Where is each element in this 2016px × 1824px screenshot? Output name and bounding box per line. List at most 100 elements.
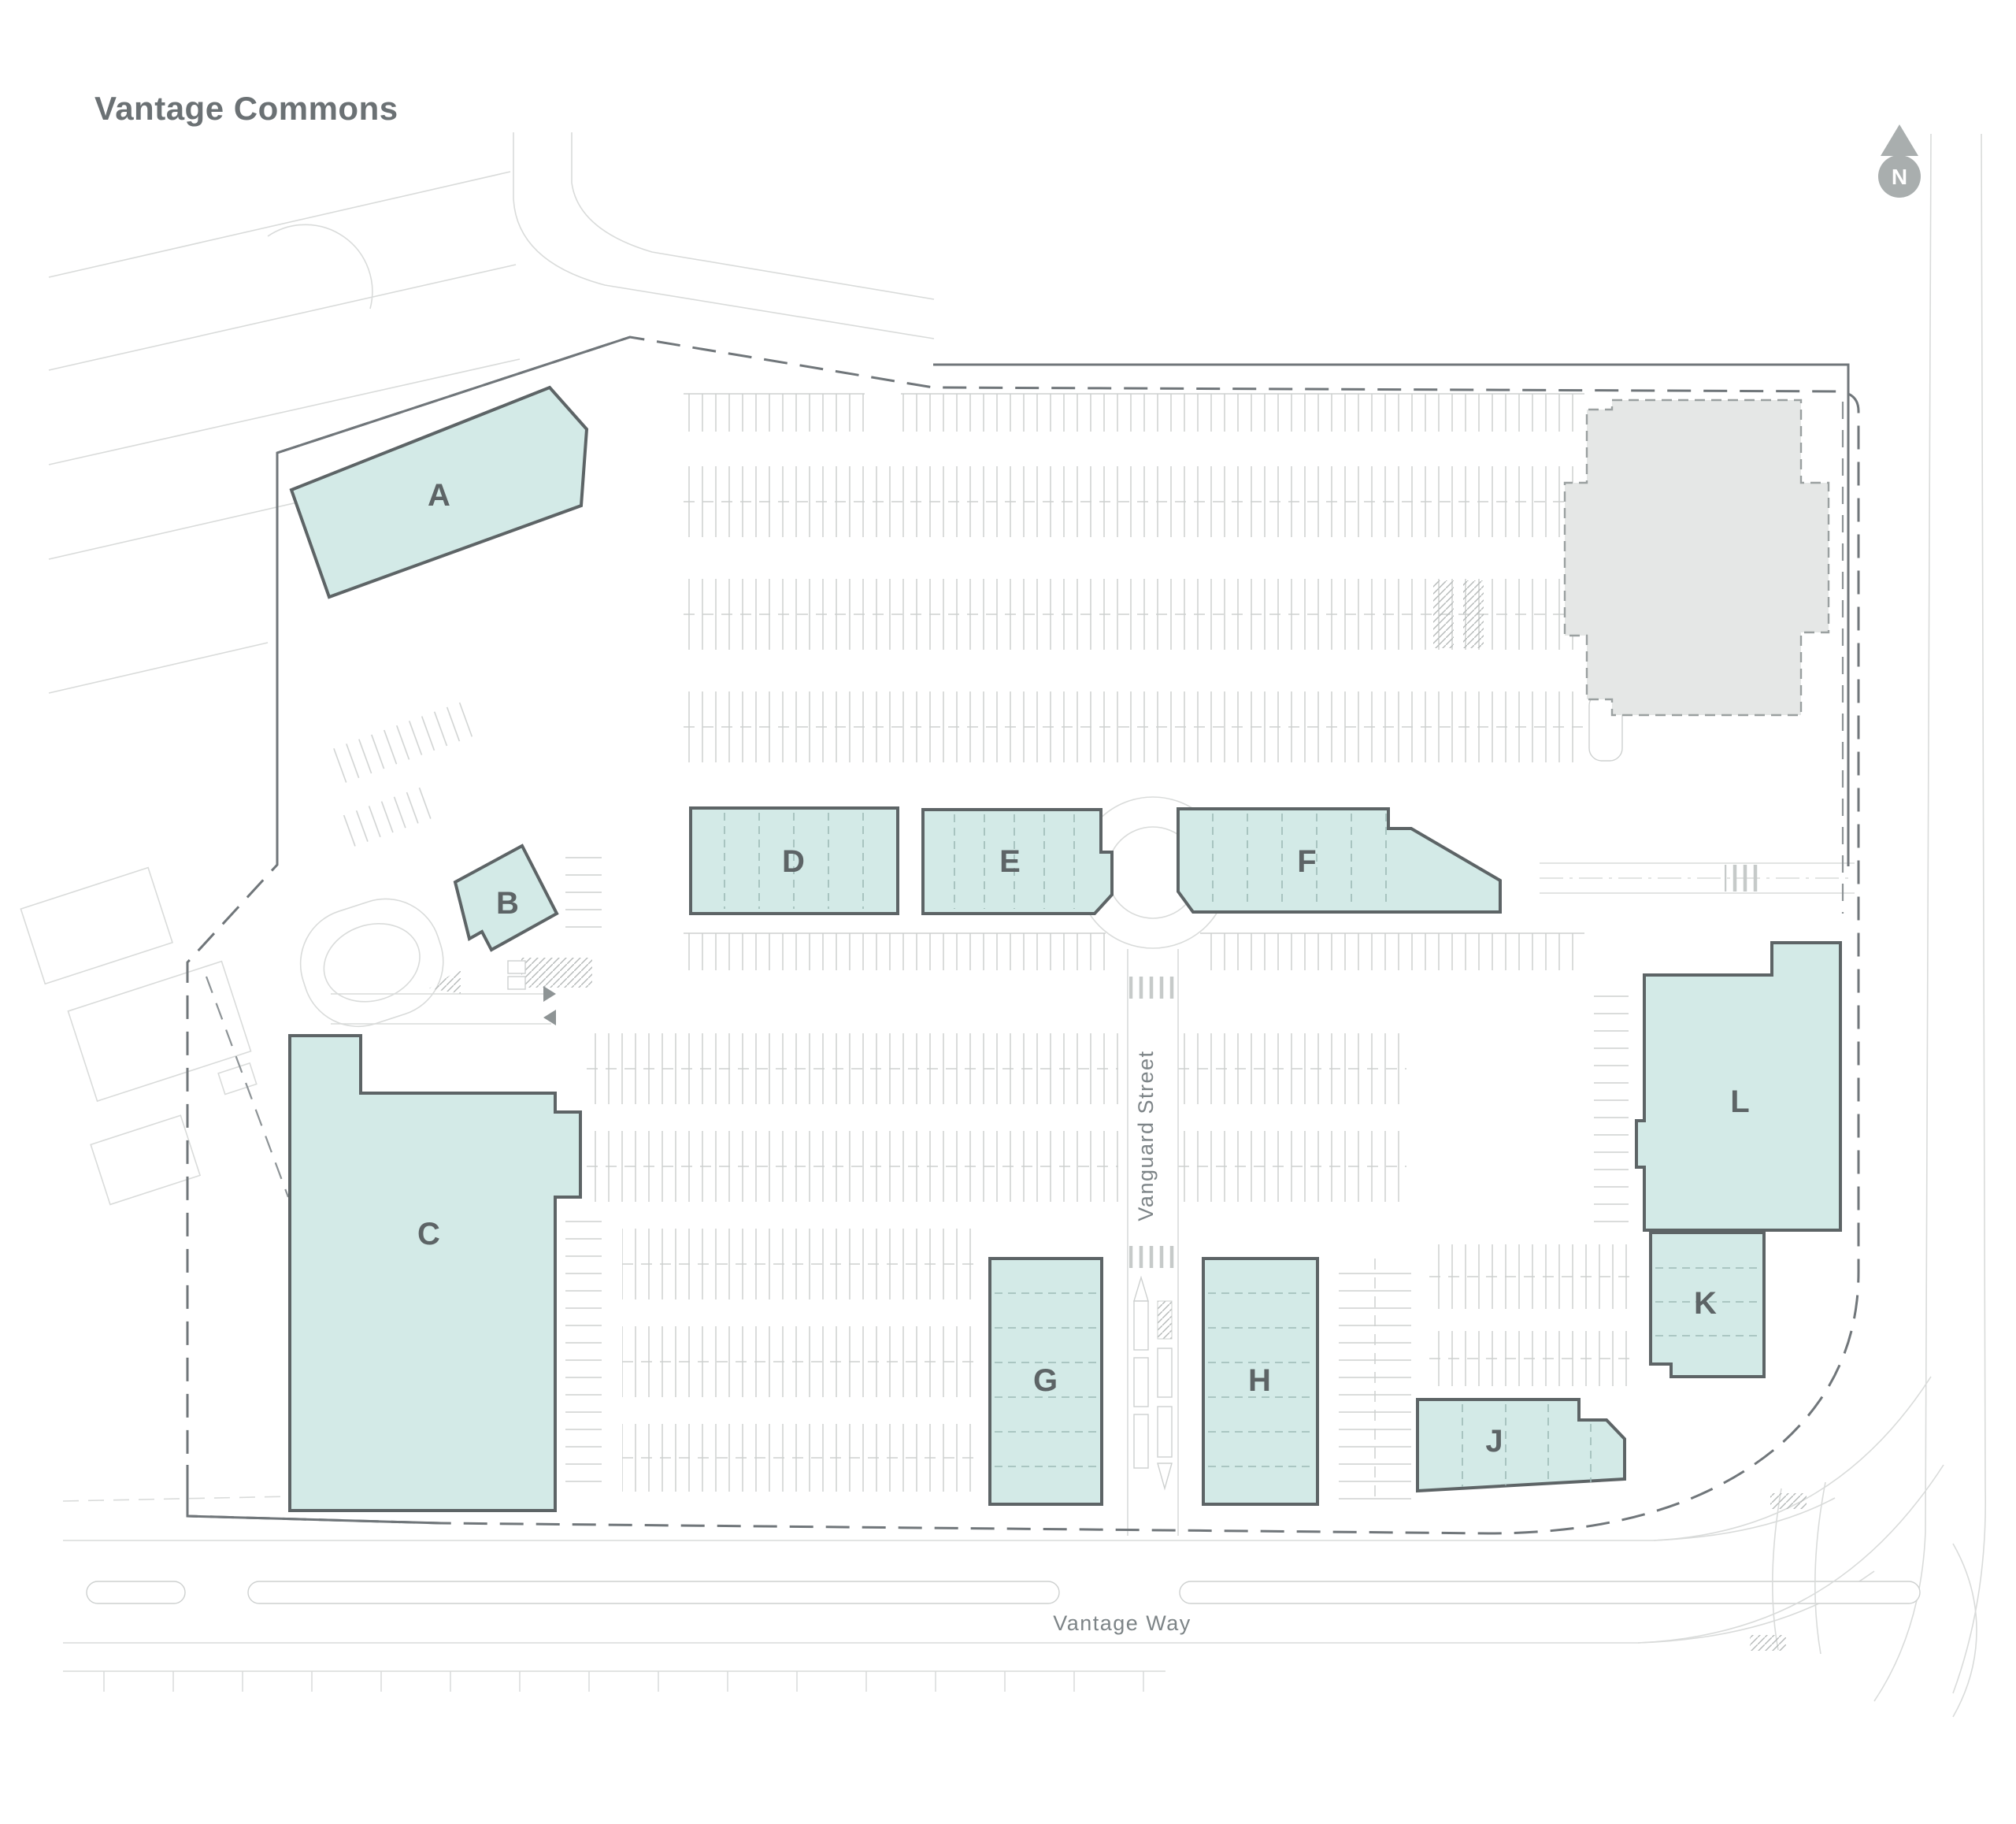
building-j: J [1416,1398,1626,1493]
building-g-shape [988,1257,1103,1506]
interchange-curve [1952,1543,1977,1718]
vantage-way-label: Vantage Way [1053,1611,1191,1635]
property-boundary-solid [186,1465,442,1525]
context-lot-ticks [63,1671,1166,1692]
building-l-label: L [1730,1084,1750,1119]
median-island [1179,1581,1921,1604]
building-f-label: F [1297,844,1317,879]
context-road-edge [1952,133,1986,1694]
accessible-aisle-hatch [1463,580,1484,648]
building-e: E [921,808,1114,915]
building-j-shape [1416,1398,1626,1493]
crosswalk [1129,977,1177,999]
median-island [1133,1357,1149,1407]
interchange-ramp-edge [1814,1481,1826,1655]
dropoff-hatch [429,969,461,994]
crosswalk-hatch [1750,1635,1786,1651]
context-parcel-line [48,492,339,560]
building-h: H [1202,1257,1319,1506]
parking-layer [299,391,1855,1503]
context-building [20,866,173,985]
dropoff-outer-curb [299,898,444,1028]
context-parcel-line [48,642,269,694]
interchange-curve [1637,1464,1944,1644]
entry-structure [507,976,526,990]
context-road-edge [513,132,935,339]
north-arrow-icon [1881,124,1918,156]
context-building [90,1114,202,1206]
building-g-unit-lines [995,1292,1097,1467]
building-b-label: B [496,886,520,921]
building-e-shape [921,808,1114,915]
building-f-unit-lines [1212,814,1387,907]
building-f-shape [1177,807,1502,914]
median-island [1157,1406,1173,1458]
drive-aisle-gap [865,391,901,435]
median-island [1157,1348,1173,1398]
north-indicator: N [1878,124,1921,198]
context-parcel-line [48,171,511,278]
building-c: C [288,1034,582,1512]
accessible-aisle-hatch [1433,580,1454,648]
context-parcel-line [48,264,517,371]
entry-arrow-east [543,986,556,1002]
building-k-label: K [1694,1286,1718,1321]
entry-arrow-west [543,1010,556,1025]
building-e-label: E [999,844,1021,879]
parking-row [684,466,1584,537]
building-a-label: A [428,478,451,513]
building-d: D [689,806,899,915]
building-c-label: C [417,1217,441,1251]
median-nose [1133,1275,1149,1302]
parking-row [332,702,473,783]
building-h-label: H [1248,1363,1272,1398]
parking-row [684,394,1584,432]
context-road-edge [571,132,935,300]
buildings-layer: A B C D [288,385,1842,1512]
entry-hatch [521,958,592,988]
context-parcel-line [48,358,521,465]
building-c-shape [288,1034,582,1512]
dropoff-inner-island [323,923,421,1003]
north-label: N [1892,165,1907,189]
boundary-layer [186,336,1860,1535]
building-b: B [453,843,559,952]
page-title: Vantage Commons [94,90,398,127]
building-d-label: D [782,844,806,879]
parking-row [1200,933,1584,970]
crosswalk [1725,865,1761,892]
median-island [1133,1414,1149,1469]
building-a: A [289,385,589,599]
context-road-arc [267,224,373,310]
building-j-label: J [1485,1424,1503,1459]
parking-row [684,933,1106,970]
building-k: K [1649,1231,1766,1378]
building-a-shape [289,385,589,599]
interchange-curve [1653,1376,1932,1541]
angled-parking-group [332,702,473,848]
building-g-label: G [1033,1363,1058,1398]
parking-column [1594,992,1629,1227]
building-d-unit-lines [724,813,864,909]
existing-building-shape [1563,399,1830,717]
property-boundary-solid [933,363,1850,866]
property-boundary-solid [276,336,631,454]
context-building [67,960,252,1103]
median-island [247,1581,1060,1604]
crosswalk [1129,1246,1177,1268]
property-boundary-dashed [186,336,1860,1535]
median-island [86,1581,186,1604]
vanguard-street-label: Vanguard Street [1134,1050,1158,1221]
crosswalk-hatch [1770,1493,1807,1509]
north-badge [1878,155,1921,198]
building-l: L [1635,941,1842,1232]
median-nose [1157,1463,1173,1491]
parking-column [565,855,602,941]
building-b-shape [453,843,559,952]
median-hatch [1157,1300,1173,1340]
building-h-unit-lines [1208,1292,1313,1467]
parking-row [339,787,432,848]
building-e-unit-lines [954,814,1075,909]
